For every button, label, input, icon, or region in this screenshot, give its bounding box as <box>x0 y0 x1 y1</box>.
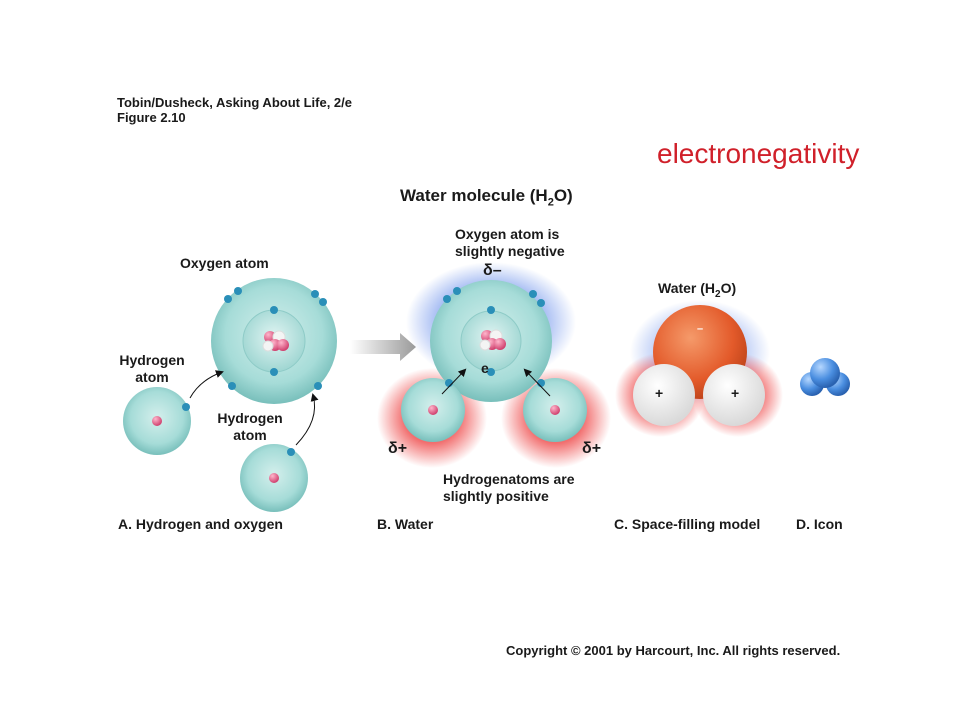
panel-a-graphic <box>123 278 337 512</box>
label-hydrogen-atom-left: Hydrogen atom <box>118 352 186 386</box>
label-oxygen-negative-line-2: slightly negative <box>455 243 565 259</box>
shared-electron-arrow-left <box>441 368 467 395</box>
water-label-sub: 2 <box>715 288 721 300</box>
water-label-end: O) <box>720 280 737 296</box>
electron-label: e <box>481 360 489 376</box>
shared-electron-arrow-right <box>523 368 551 397</box>
label-oxygen-negative-line-1: Oxygen atom is <box>455 226 560 242</box>
label-hydrogen-bottom-line-2: atom <box>233 427 267 443</box>
label-water-formula: Water (H2O) <box>658 280 736 303</box>
water-label-main: Water (H <box>658 280 716 296</box>
hydrogen-atom-left <box>123 387 191 455</box>
transition-arrow-icon <box>350 333 416 361</box>
diagram-title: Water molecule (H2O) <box>400 186 573 208</box>
label-hydrogen-positive-line-2: slightly positive <box>443 488 549 504</box>
oxygen-atom-a <box>211 278 337 404</box>
label-hydrogen-positive: Hydrogenatoms are slightly positive <box>443 471 574 505</box>
panel-caption-a: A. Hydrogen and oxygen <box>118 516 283 532</box>
figure-source: Tobin/Dusheck, Asking About Life, 2/e Fi… <box>117 95 352 125</box>
water-icon <box>800 358 850 396</box>
delta-plus-left-symbol: δ+ <box>388 440 408 457</box>
delta-minus-symbol: δ– <box>483 262 502 279</box>
title-main: Water molecule (H <box>400 186 548 205</box>
electron-path-arrow-bottom <box>295 393 319 446</box>
electron-path-arrow-left <box>189 370 224 399</box>
label-hydrogen-left-line-1: Hydrogen <box>119 352 185 368</box>
oxygen-nucleus-icon <box>262 330 289 352</box>
delta-plus-right-symbol: δ+ <box>582 440 602 457</box>
space-fill-minus-sign: – <box>697 323 704 335</box>
source-line-2: Figure 2.10 <box>117 110 186 125</box>
title-sub: 2 <box>547 196 554 209</box>
water-oxygen-nucleus-icon <box>479 329 506 351</box>
hydrogen-atom-bottom <box>240 444 308 512</box>
copyright-notice: Copyright © 2001 by Harcourt, Inc. All r… <box>506 643 841 658</box>
space-fill-hydrogen-left <box>633 364 695 426</box>
space-fill-plus-right: + <box>731 385 740 401</box>
panel-caption-b: B. Water <box>377 516 434 532</box>
label-oxygen-negative: Oxygen atom is slightly negative <box>455 226 565 260</box>
panel-b-graphic <box>377 262 611 468</box>
oxygen-electrons-a <box>224 287 327 390</box>
source-line-1: Tobin/Dusheck, Asking About Life, 2/e <box>117 95 352 110</box>
label-hydrogen-bottom-line-1: Hydrogen <box>217 410 283 426</box>
keyword-electronegativity: electronegativity <box>657 138 860 169</box>
panel-c-graphic <box>615 300 783 437</box>
label-hydrogen-positive-line-1: Hydrogenatoms are <box>443 471 575 487</box>
space-fill-plus-left: + <box>655 385 664 401</box>
panel-caption-d: D. Icon <box>796 516 843 532</box>
panel-caption-c: C. Space-filling model <box>614 516 761 532</box>
label-hydrogen-atom-bottom: Hydrogen atom <box>210 410 290 444</box>
title-end: O) <box>553 186 573 205</box>
water-electrons <box>443 287 545 387</box>
label-hydrogen-left-line-2: atom <box>135 369 169 385</box>
label-oxygen-atom: Oxygen atom <box>180 255 269 271</box>
space-fill-hydrogen-right <box>703 364 765 426</box>
